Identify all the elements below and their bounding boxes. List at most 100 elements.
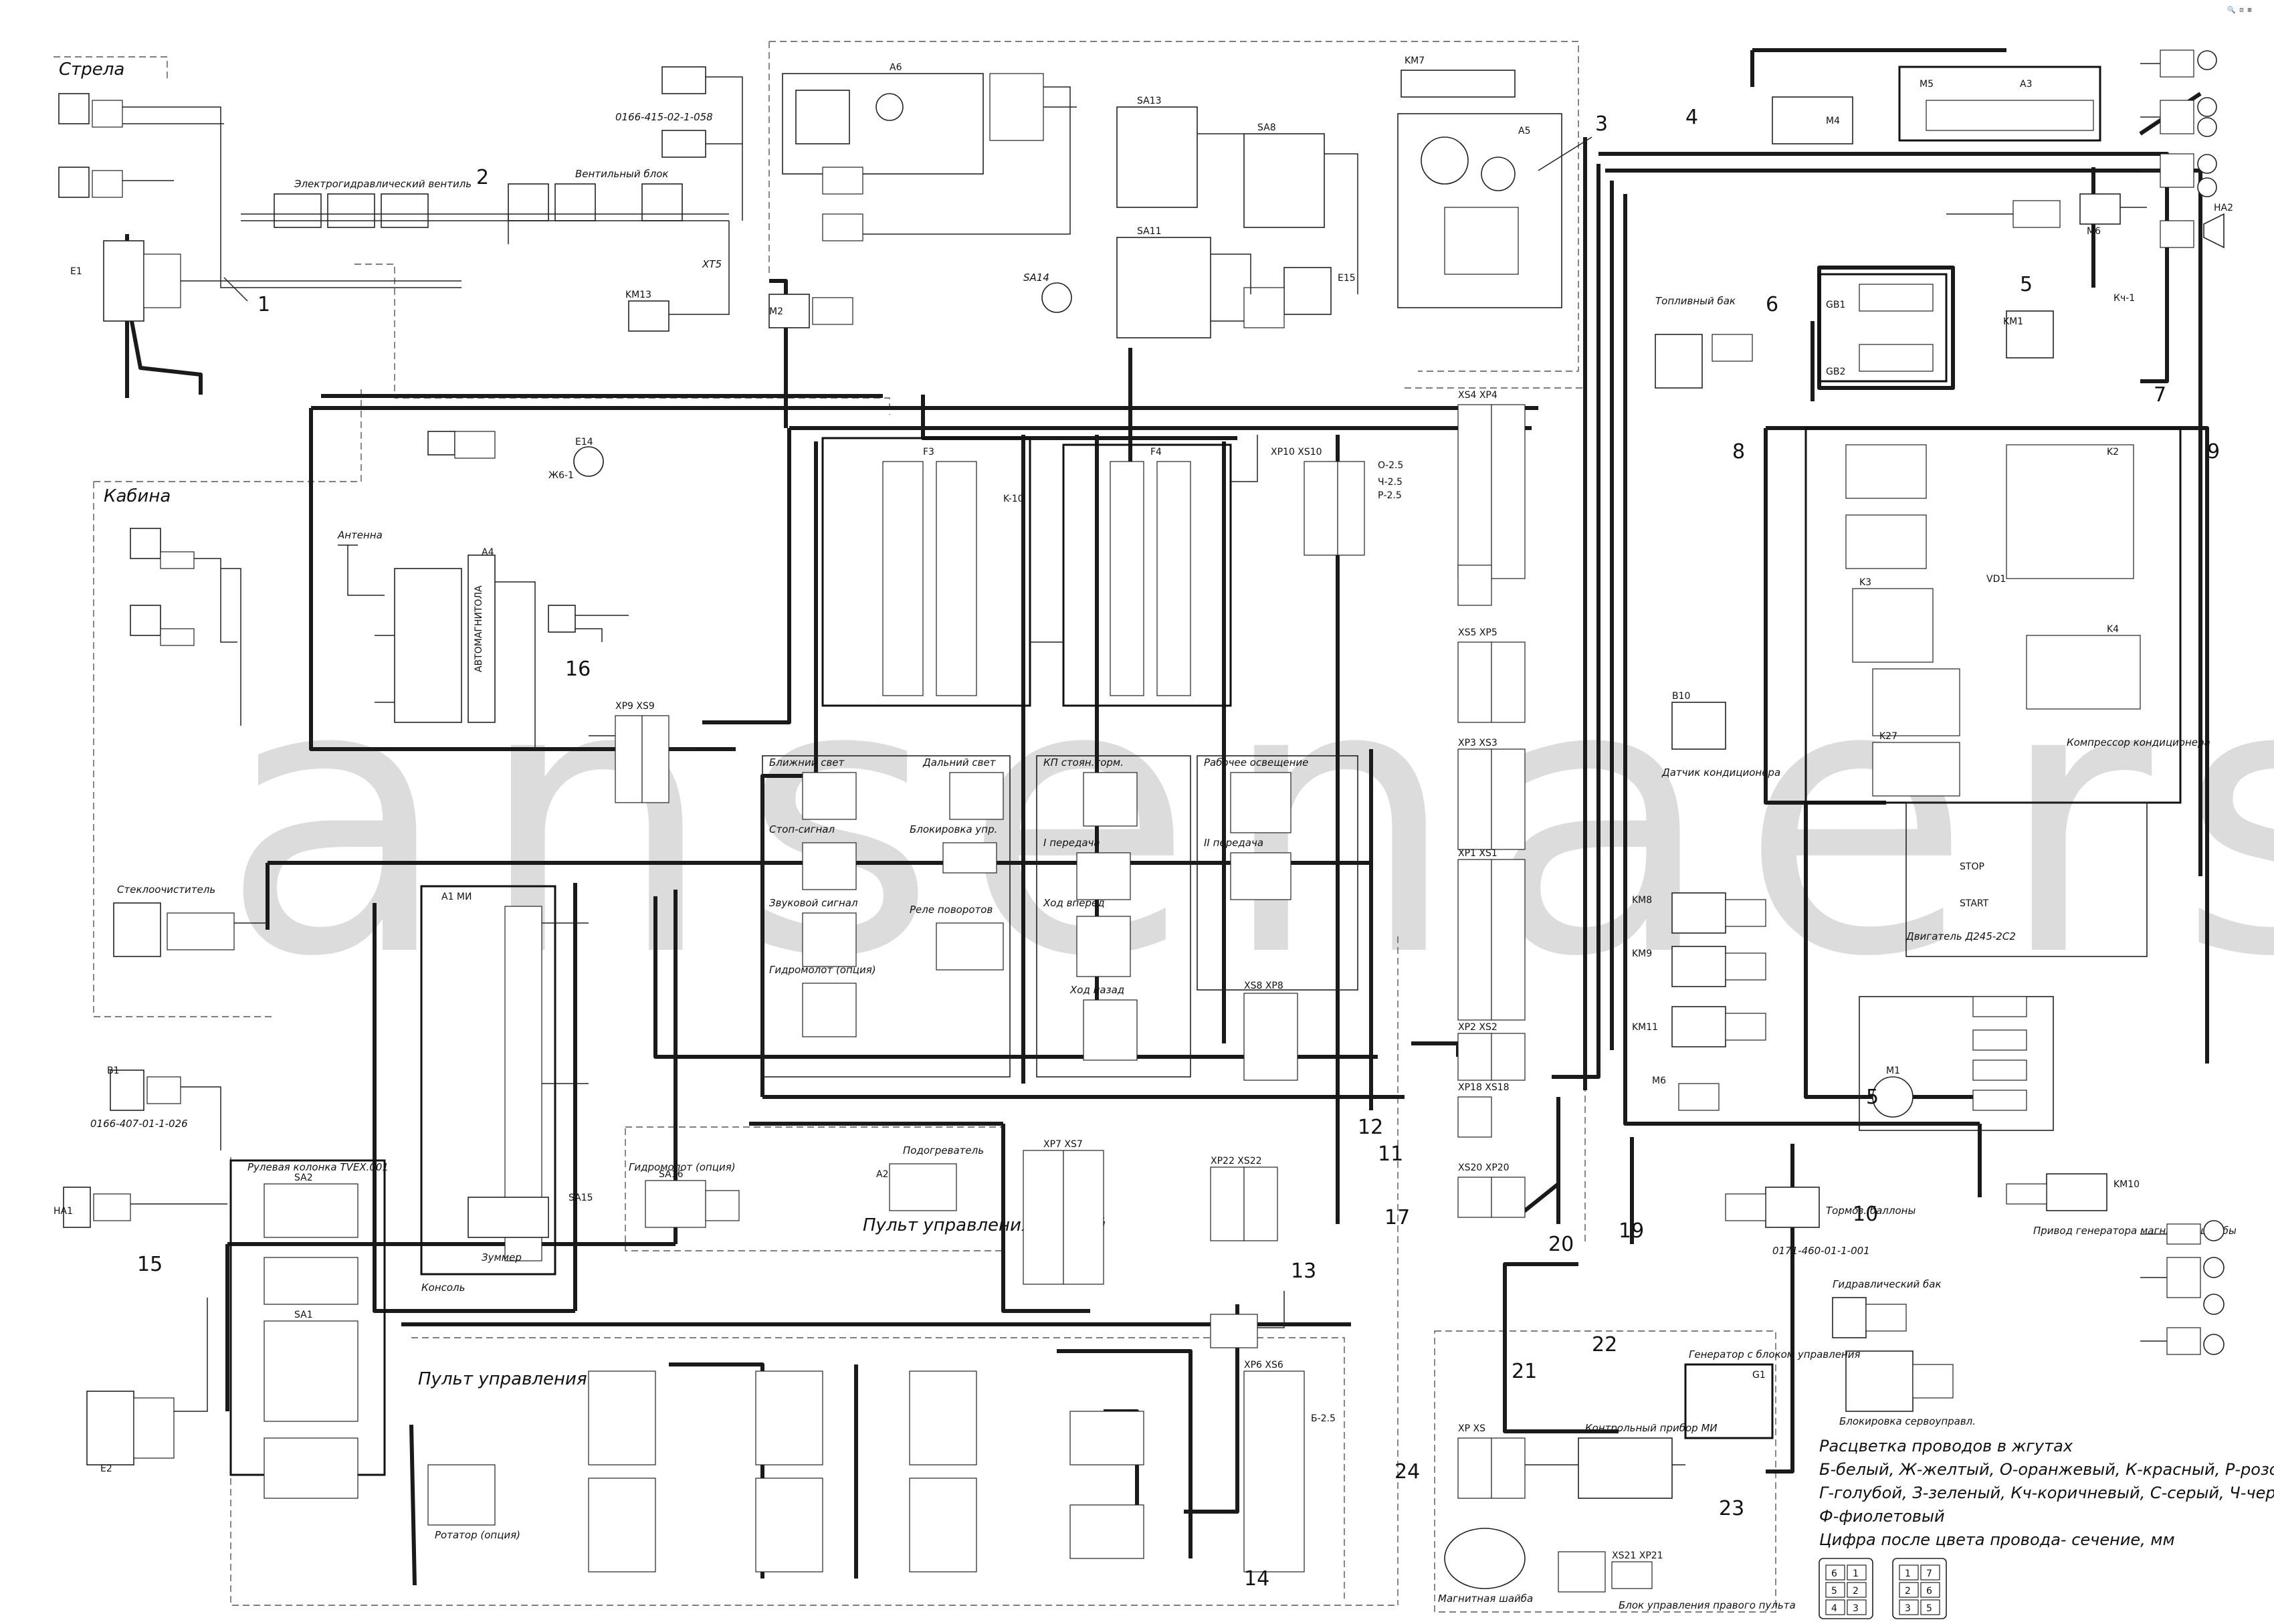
steklo-label: Стеклоочиститель	[117, 884, 215, 896]
km11-valve	[1671, 1006, 1726, 1047]
e3-connector	[160, 628, 195, 646]
xs8-xp8-label: XS8 XP8	[1244, 981, 1283, 991]
km13-label: KM13	[625, 290, 651, 300]
sa8-label: SA8	[1257, 122, 1276, 133]
valve-km2	[508, 183, 549, 221]
callout-17: 17	[1384, 1206, 1410, 1229]
a6-frame	[782, 73, 984, 175]
xp22-xs22-label: XP22 XS22	[1211, 1156, 1262, 1166]
km1-kch: Кч-1	[2113, 293, 2135, 304]
gb1-label: GB1	[1826, 300, 1845, 310]
heater-motor	[875, 93, 904, 121]
a6-label: A6	[890, 62, 902, 73]
callout-8: 8	[1732, 440, 1745, 464]
legend-line-3: Г-голубой, З-зеленый, Кч-коричневый, С-с…	[1819, 1484, 2274, 1502]
svg-text:6: 6	[1831, 1568, 1837, 1579]
blokir-servo-label: Блокировка сервоуправл.	[1839, 1415, 1976, 1427]
kabina-zone-left	[93, 482, 274, 1017]
s1-switch	[264, 1257, 358, 1305]
generator-label: Генератор с блоком управления	[1689, 1348, 1861, 1360]
e15-lamp	[1283, 267, 1332, 315]
relay-left-frame	[762, 755, 1011, 1078]
k27-relay	[1872, 742, 1960, 797]
sa12-switch	[427, 1464, 496, 1526]
k2-label: K2	[2107, 447, 2119, 458]
xt5-label: XT5	[702, 258, 722, 270]
xp3-block	[1457, 748, 1492, 850]
callout-10: 10	[1853, 1203, 1878, 1226]
ventil-blok-label: Вентильный блок	[575, 168, 668, 180]
callout-23: 23	[1719, 1497, 1744, 1520]
relay-stop: Стоп-сигнал	[769, 823, 835, 835]
xp6-xs6-label: XP6 XS6	[1244, 1360, 1283, 1371]
xp30-block	[2012, 200, 2061, 228]
relay-povorot: Реле поворотов	[910, 904, 993, 916]
xp22-block	[1210, 1166, 1245, 1241]
g1-label: G1	[1752, 1370, 1766, 1381]
sa1-label: SA1	[294, 1310, 313, 1320]
kompr-label: Компрессор кондиционера	[2067, 736, 2210, 748]
pinout-left: 6 1 5 2 4 3	[1819, 1558, 1873, 1619]
valve-km12	[327, 193, 375, 228]
sa11-label: SA11	[1137, 226, 1162, 237]
k1-relay	[1872, 668, 1960, 736]
f4-board	[1062, 443, 1232, 707]
wiper-motor-m3	[113, 902, 161, 957]
brake-sensor	[1765, 1187, 1820, 1228]
m2-label: M2	[769, 306, 783, 317]
km7-label: KM7	[1405, 56, 1425, 66]
sensor-b1	[110, 1070, 144, 1111]
g1-generator	[1684, 1363, 1774, 1439]
k4-relay	[2026, 635, 2141, 710]
lamp-e3	[130, 605, 161, 636]
sa2-switch	[264, 1183, 358, 1238]
a4-radio	[394, 568, 462, 723]
callout-14: 14	[1244, 1567, 1269, 1591]
xs22-block	[1457, 565, 1492, 606]
a4-side	[468, 554, 496, 723]
left-devices: Стеклоочиститель B1 0166-407-01-1-026 HA…	[54, 240, 461, 1474]
sa13-frame	[1116, 106, 1198, 208]
km10-valve	[2046, 1173, 2107, 1211]
topl-bak-label: Топливный бак	[1655, 295, 1736, 307]
starter-m1	[1872, 1076, 1914, 1118]
xs10-block	[1337, 461, 1365, 556]
m2-connector	[812, 297, 853, 325]
zummer-box	[468, 1197, 549, 1238]
sa15-label: SA15	[568, 1193, 593, 1203]
xp2-block	[1457, 1033, 1492, 1081]
xp6-xs6-block	[1243, 1371, 1305, 1572]
m6-switch	[2079, 193, 2121, 225]
km7-a5-area: KM7 A5	[1397, 56, 1562, 308]
connector-b2	[661, 66, 706, 94]
lower-zone	[230, 1157, 1398, 1606]
kabina-title: Кабина	[104, 486, 171, 506]
gb1	[1859, 284, 1934, 312]
k3-relay	[1852, 588, 1934, 663]
pult-left-zone	[411, 1337, 1345, 1599]
ha1-label: HA1	[54, 1206, 73, 1217]
k10-label: K-10	[1003, 494, 1024, 504]
strela-title: Стрела	[59, 60, 124, 80]
rotator-option-label: Ротатор (опция)	[435, 1529, 520, 1541]
pult-right-zone	[625, 1126, 1004, 1251]
relay-rab: Рабочее освещение	[1204, 756, 1308, 769]
lamp-e5	[58, 93, 90, 124]
lamp-e16	[58, 167, 90, 198]
relay-dalnij: Дальний свет	[922, 756, 997, 769]
xs8-xp8-block	[1243, 993, 1298, 1081]
sa2-label: SA2	[294, 1173, 313, 1183]
callout-2: 2	[476, 166, 489, 189]
antenna-label: Антенна	[337, 529, 383, 541]
callout-6: 6	[1766, 293, 1778, 316]
sa8-frame	[1243, 133, 1325, 228]
callout-1: 1	[257, 293, 270, 316]
magnit-label: Магнитная шайба	[1438, 1593, 1533, 1605]
gidro-bak-label: Гидравлический бак	[1833, 1278, 1942, 1290]
f4-label: F4	[1150, 447, 1162, 458]
f2-fuse	[1845, 514, 1927, 569]
m5-label: M5	[1920, 79, 1934, 90]
km9-label: KM9	[1632, 948, 1652, 959]
km11-label: KM11	[1632, 1022, 1658, 1033]
svg-text:6: 6	[1926, 1586, 1932, 1597]
